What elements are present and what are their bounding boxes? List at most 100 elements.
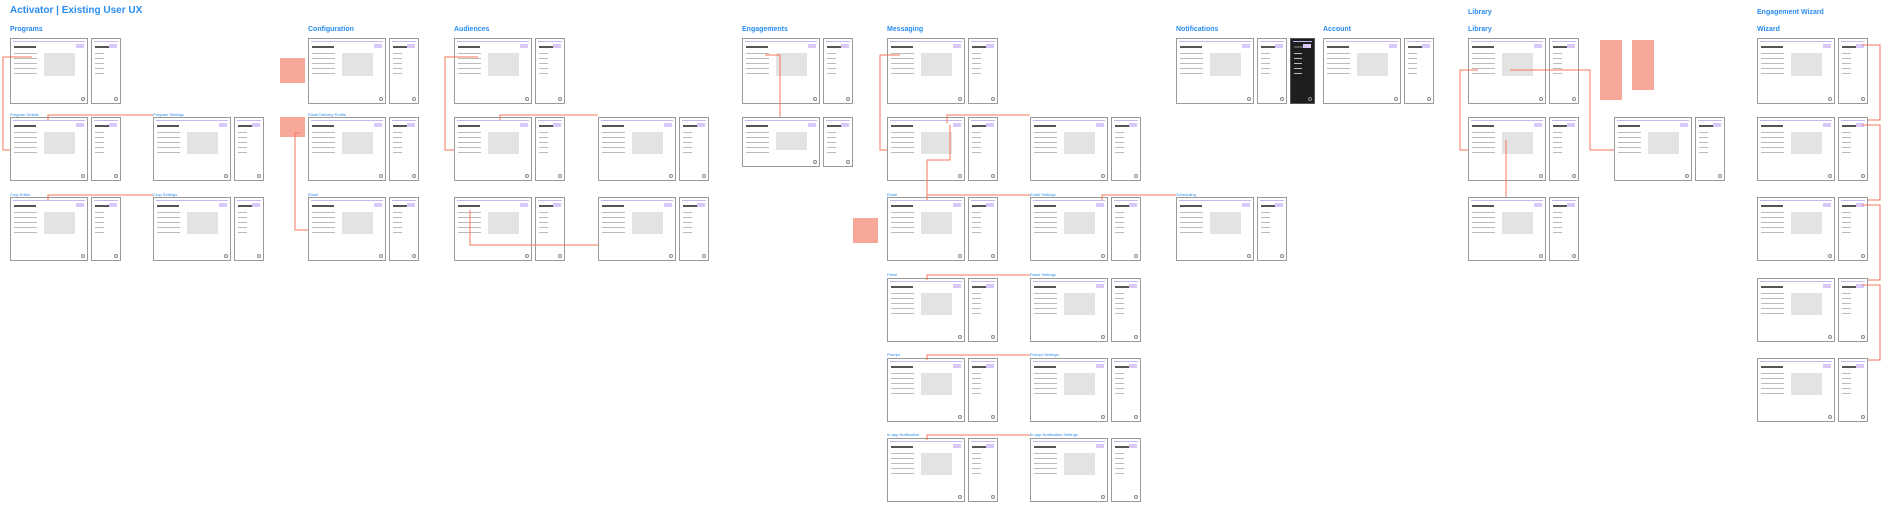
mobile-wireframe-screen[interactable] (679, 117, 709, 181)
desktop-wireframe-screen[interactable] (308, 38, 386, 104)
mobile-wireframe-screen[interactable] (679, 197, 709, 261)
desktop-wireframe-screen[interactable] (887, 117, 965, 181)
mobile-wireframe-screen[interactable] (1257, 197, 1287, 261)
desktop-wireframe-screen[interactable] (454, 38, 532, 104)
text-line (1761, 308, 1785, 309)
mobile-wireframe-screen[interactable] (1404, 38, 1434, 104)
desktop-wireframe-screen[interactable] (887, 438, 965, 502)
mobile-wireframe-screen[interactable] (968, 38, 998, 104)
mobile-wireframe-screen[interactable] (1695, 117, 1725, 181)
screen-heading (312, 46, 334, 48)
mobile-wireframe-screen[interactable] (389, 197, 419, 261)
desktop-wireframe-screen[interactable] (1468, 38, 1546, 104)
board-title: Activator | Existing User UX (10, 5, 143, 16)
desktop-wireframe-screen[interactable] (1030, 438, 1108, 502)
desktop-wireframe-screen[interactable] (308, 197, 386, 261)
desktop-wireframe-screen[interactable] (153, 117, 231, 181)
mobile-wireframe-screen[interactable] (1838, 117, 1868, 181)
mobile-wireframe-screen[interactable] (1549, 38, 1579, 104)
mobile-wireframe-screen[interactable] (1838, 278, 1868, 342)
mobile-wireframe-screen[interactable] (1111, 197, 1141, 261)
text-line (95, 137, 104, 138)
text-line (393, 73, 402, 74)
mobile-wireframe-screen[interactable] (535, 197, 565, 261)
text-line (1408, 53, 1417, 54)
desktop-wireframe-screen[interactable] (153, 197, 231, 261)
mobile-wireframe-screen[interactable] (1290, 38, 1315, 104)
desktop-wireframe-screen[interactable] (1757, 38, 1835, 104)
zoom-icon (525, 174, 529, 178)
desktop-wireframe-screen[interactable] (1468, 117, 1546, 181)
nav-bar (890, 441, 962, 442)
primary-button (520, 203, 528, 207)
connector-arrow (926, 125, 951, 197)
desktop-wireframe-screen[interactable] (598, 117, 676, 181)
desktop-wireframe-screen[interactable] (1176, 38, 1254, 104)
desktop-wireframe-screen[interactable] (887, 278, 965, 342)
text-line (1261, 217, 1270, 218)
text-line (1115, 232, 1124, 233)
mobile-wireframe-screen[interactable] (823, 38, 853, 104)
mobile-wireframe-screen[interactable] (234, 197, 264, 261)
content-placeholder (1790, 212, 1822, 235)
mobile-wireframe-screen[interactable] (968, 358, 998, 422)
mobile-wireframe-screen[interactable] (1838, 358, 1868, 422)
text-line (1761, 393, 1785, 394)
mobile-wireframe-screen[interactable] (1111, 278, 1141, 342)
mobile-wireframe-screen[interactable] (389, 117, 419, 181)
desktop-wireframe-screen[interactable] (1757, 358, 1835, 422)
mobile-wireframe-screen[interactable] (823, 117, 853, 167)
desktop-wireframe-screen[interactable] (10, 197, 88, 261)
text-line (746, 58, 770, 59)
desktop-wireframe-screen[interactable] (1468, 197, 1546, 261)
desktop-wireframe-screen[interactable] (308, 117, 386, 181)
desktop-wireframe-screen[interactable] (1030, 117, 1108, 181)
mobile-wireframe-screen[interactable] (1838, 197, 1868, 261)
zoom-icon (1394, 97, 1398, 101)
desktop-wireframe-screen[interactable] (742, 117, 820, 167)
mobile-wireframe-screen[interactable] (1549, 197, 1579, 261)
desktop-wireframe-screen[interactable] (10, 117, 88, 181)
mobile-wireframe-screen[interactable] (968, 197, 998, 261)
desktop-wireframe-screen[interactable] (454, 197, 532, 261)
desktop-wireframe-screen[interactable] (1323, 38, 1401, 104)
mobile-wireframe-screen[interactable] (234, 117, 264, 181)
mobile-wireframe-screen[interactable] (535, 117, 565, 181)
desktop-wireframe-screen[interactable] (454, 117, 532, 181)
desktop-wireframe-screen[interactable] (1614, 117, 1692, 181)
zoom-icon (991, 254, 995, 258)
desktop-wireframe-screen[interactable] (887, 358, 965, 422)
content-placeholder (1501, 212, 1533, 235)
desktop-wireframe-screen[interactable] (10, 38, 88, 104)
desktop-wireframe-screen[interactable] (887, 197, 965, 261)
mobile-wireframe-screen[interactable] (968, 117, 998, 181)
desktop-wireframe-screen[interactable] (1030, 197, 1108, 261)
desktop-wireframe-screen[interactable] (1757, 117, 1835, 181)
desktop-wireframe-screen[interactable] (1030, 278, 1108, 342)
desktop-wireframe-screen[interactable] (598, 197, 676, 261)
sticky-note (280, 117, 305, 137)
desktop-wireframe-screen[interactable] (1176, 197, 1254, 261)
desktop-wireframe-screen[interactable] (1030, 358, 1108, 422)
mobile-wireframe-screen[interactable] (91, 197, 121, 261)
mobile-wireframe-screen[interactable] (968, 278, 998, 342)
mobile-wireframe-screen[interactable] (1111, 438, 1141, 502)
text-line (458, 63, 482, 64)
mobile-wireframe-screen[interactable] (91, 38, 121, 104)
text-line (972, 137, 981, 138)
mobile-wireframe-screen[interactable] (1257, 38, 1287, 104)
mobile-wireframe-screen[interactable] (1549, 117, 1579, 181)
desktop-wireframe-screen[interactable] (742, 38, 820, 104)
desktop-wireframe-screen[interactable] (1757, 278, 1835, 342)
mobile-wireframe-screen[interactable] (1111, 358, 1141, 422)
mobile-wireframe-screen[interactable] (91, 117, 121, 181)
desktop-wireframe-screen[interactable] (887, 38, 965, 104)
mobile-wireframe-screen[interactable] (1111, 117, 1141, 181)
mobile-wireframe-screen[interactable] (968, 438, 998, 502)
desktop-wireframe-screen[interactable] (1757, 197, 1835, 261)
mobile-wireframe-screen[interactable] (1838, 38, 1868, 104)
mobile-wireframe-screen[interactable] (389, 38, 419, 104)
text-line (972, 473, 981, 474)
text-line (1472, 232, 1496, 233)
mobile-wireframe-screen[interactable] (535, 38, 565, 104)
